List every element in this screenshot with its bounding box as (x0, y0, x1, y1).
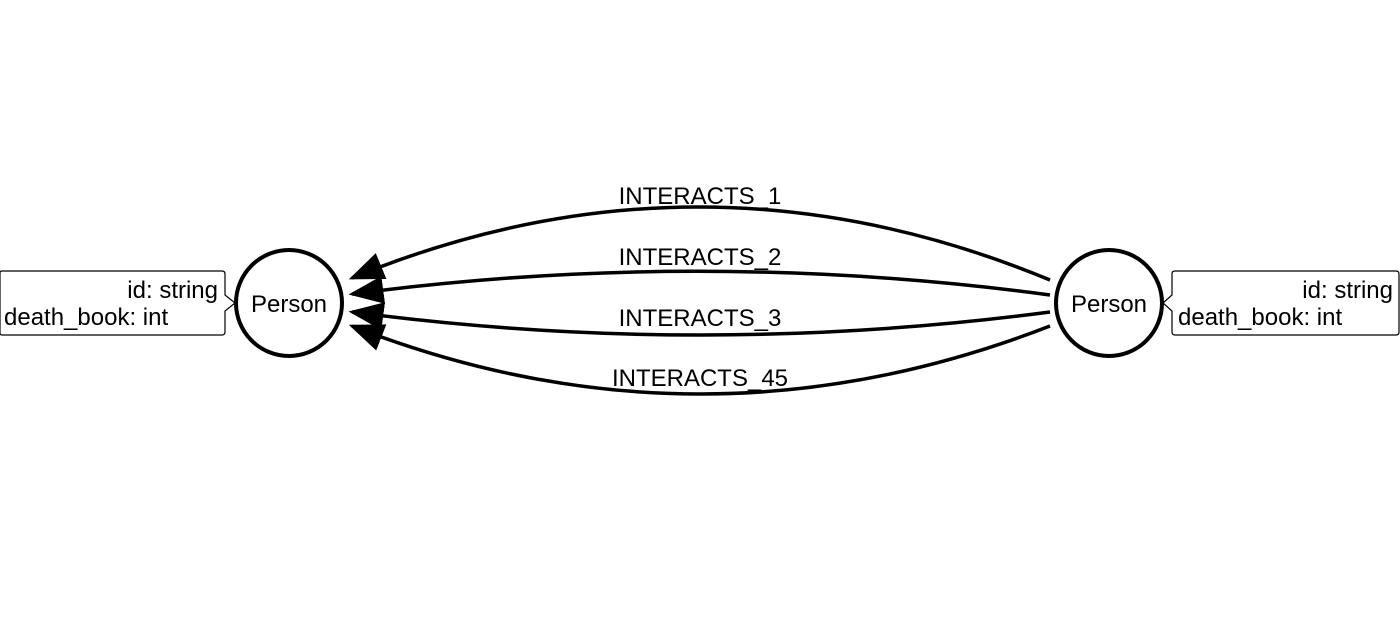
edge-interacts-45-label: INTERACTS_45 (612, 365, 788, 392)
node-person-left[interactable]: id: string death_book: int Person (0, 248, 344, 358)
edge-interacts-1[interactable]: INTERACTS_1 (348, 183, 1051, 282)
edge-interacts-2-label: INTERACTS_2 (619, 244, 782, 271)
edge-interacts-2-line[interactable] (348, 269, 1051, 304)
right-person-node-circle[interactable] (1054, 248, 1164, 358)
edge-interacts-45[interactable]: INTERACTS_45 (348, 324, 1051, 396)
edge-interacts-2[interactable]: INTERACTS_2 (348, 244, 1051, 304)
left-properties-callout (0, 270, 236, 336)
left-person-node-label: Person (251, 291, 327, 318)
right-property-id: id: string (1302, 277, 1393, 304)
edge-interacts-3[interactable]: INTERACTS_3 (348, 302, 1051, 337)
node-person-right[interactable]: id: string death_book: int Person (1054, 248, 1400, 358)
edge-interacts-45-line[interactable] (348, 324, 1051, 396)
right-person-node-label: Person (1071, 291, 1147, 318)
edge-interacts-1-label: INTERACTS_1 (619, 183, 782, 210)
left-property-death-book: death_book: int (4, 304, 168, 331)
right-property-death-book: death_book: int (1178, 304, 1342, 331)
left-person-node-circle[interactable] (234, 248, 344, 358)
edge-interacts-3-label: INTERACTS_3 (619, 305, 782, 332)
edge-interacts-1-line[interactable] (348, 205, 1051, 282)
edge-interacts-3-line[interactable] (348, 302, 1051, 337)
right-properties-callout (1162, 270, 1400, 336)
left-property-id: id: string (127, 277, 218, 304)
